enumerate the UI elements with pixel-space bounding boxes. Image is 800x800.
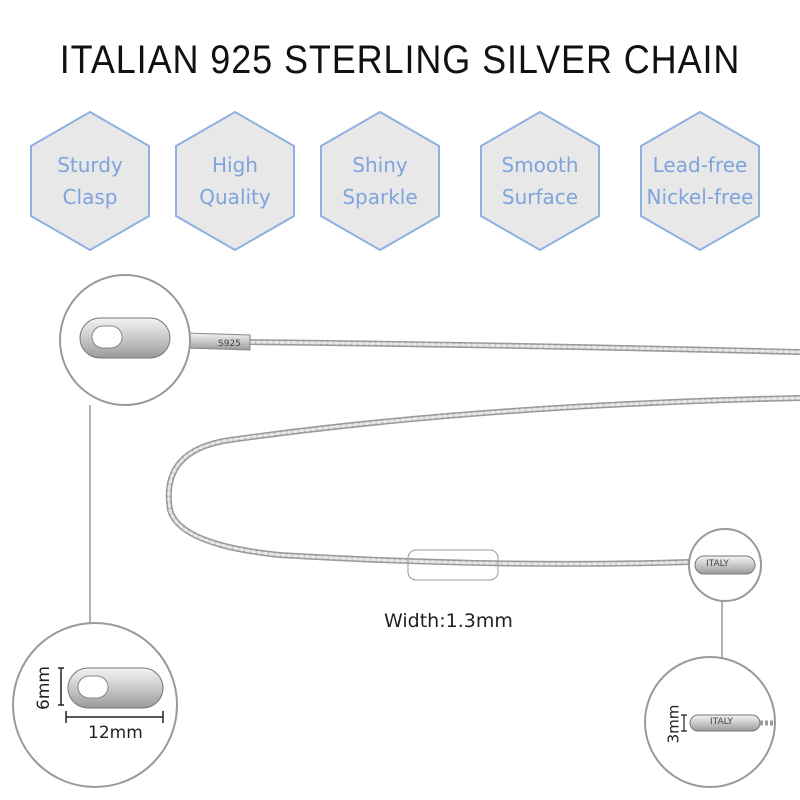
feature-line1: Lead-free	[652, 153, 748, 177]
width-highlight	[407, 549, 499, 581]
italy-stamp-small: ITALY	[706, 559, 729, 569]
feature-line2: Surface	[501, 185, 579, 209]
hexagon-shape	[320, 110, 440, 252]
clasp-height-label: 6mm	[33, 666, 54, 710]
clasp-length-label: 12mm	[88, 723, 143, 743]
chain	[165, 339, 800, 567]
italy-stamp-large: ITALY	[710, 717, 733, 727]
feature-line1: Sturdy	[57, 153, 123, 177]
feature-line2: Clasp	[62, 185, 118, 209]
tag-height-dimension	[681, 714, 687, 732]
feature-line1: Shiny	[352, 153, 408, 177]
tag-height-label: 3mm	[664, 704, 683, 744]
clasp-tube: S925	[184, 332, 251, 351]
hexagon-shape	[480, 110, 600, 252]
feature-line2: Sparkle	[342, 185, 418, 209]
hexagon-shape	[640, 110, 760, 252]
hexagon-shape	[30, 110, 150, 252]
feature-line1: Smooth	[501, 153, 579, 177]
height-dimension	[58, 667, 64, 706]
clasp-stamp: S925	[218, 339, 241, 349]
feature-line1: High	[212, 153, 258, 177]
length-dimension	[65, 711, 164, 723]
feature-line2: Quality	[199, 185, 271, 209]
feature-line2: Nickel-free	[646, 185, 754, 209]
page-title: ITALIAN 925 STERLING SILVER CHAIN	[59, 38, 741, 82]
width-label: Width:1.3mm	[384, 610, 513, 632]
hexagon-shape	[175, 110, 295, 252]
italy-tag	[694, 555, 756, 575]
